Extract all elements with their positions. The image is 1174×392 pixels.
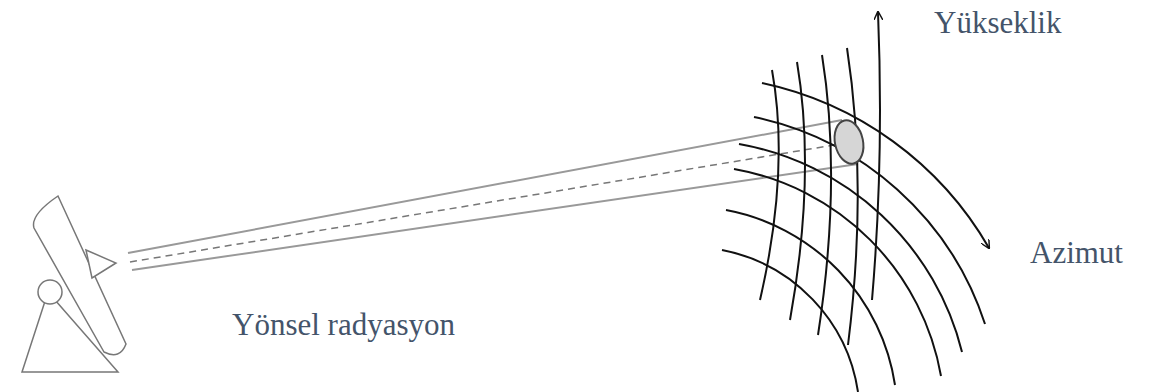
elevation-lines: [760, 48, 858, 345]
azimuth-arcs: [722, 117, 985, 392]
beam-edge: [128, 120, 842, 253]
beam-axis: [130, 142, 852, 262]
target-blob: [831, 118, 868, 167]
antenna-feed: [86, 250, 116, 278]
axis-label: Yönsel radyasyon: [232, 308, 455, 342]
antenna-pivot: [38, 280, 62, 304]
beam-edge: [132, 164, 858, 270]
axis-label: Azimut: [1030, 236, 1123, 270]
axis-label: Yükseklik: [934, 6, 1061, 40]
antenna-dish: [34, 196, 127, 355]
azimuth-arrow: [762, 83, 989, 248]
elevation-arrow: [872, 12, 880, 300]
